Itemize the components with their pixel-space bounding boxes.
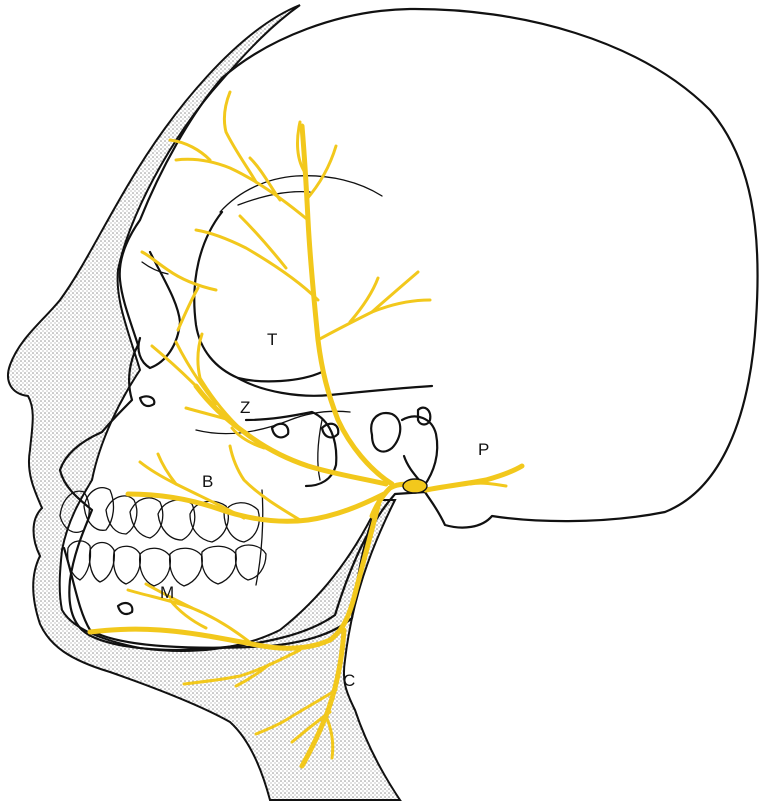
zygomatic-branch — [196, 386, 386, 484]
label-zygomatic: Z — [240, 398, 250, 417]
coronoid-notch — [272, 424, 288, 438]
mental-foramen — [118, 603, 132, 614]
label-mandibular: M — [160, 583, 174, 602]
lower-teeth — [68, 541, 266, 586]
infraorbital-foramen — [140, 396, 154, 406]
label-cervical: C — [343, 671, 355, 690]
label-temporal: T — [267, 330, 277, 349]
stylomastoid-foramen — [403, 479, 427, 493]
external-acoustic-meatus — [371, 413, 400, 452]
orbit-outline — [194, 212, 322, 381]
mastoid-process — [402, 416, 437, 486]
posterior-auricular-branch — [426, 466, 522, 490]
label-posterior-auricular: P — [478, 440, 489, 459]
label-buccal: B — [202, 472, 213, 491]
temporal-line — [220, 176, 382, 212]
skull-outline — [60, 9, 758, 650]
zygomatic-body — [246, 412, 336, 486]
